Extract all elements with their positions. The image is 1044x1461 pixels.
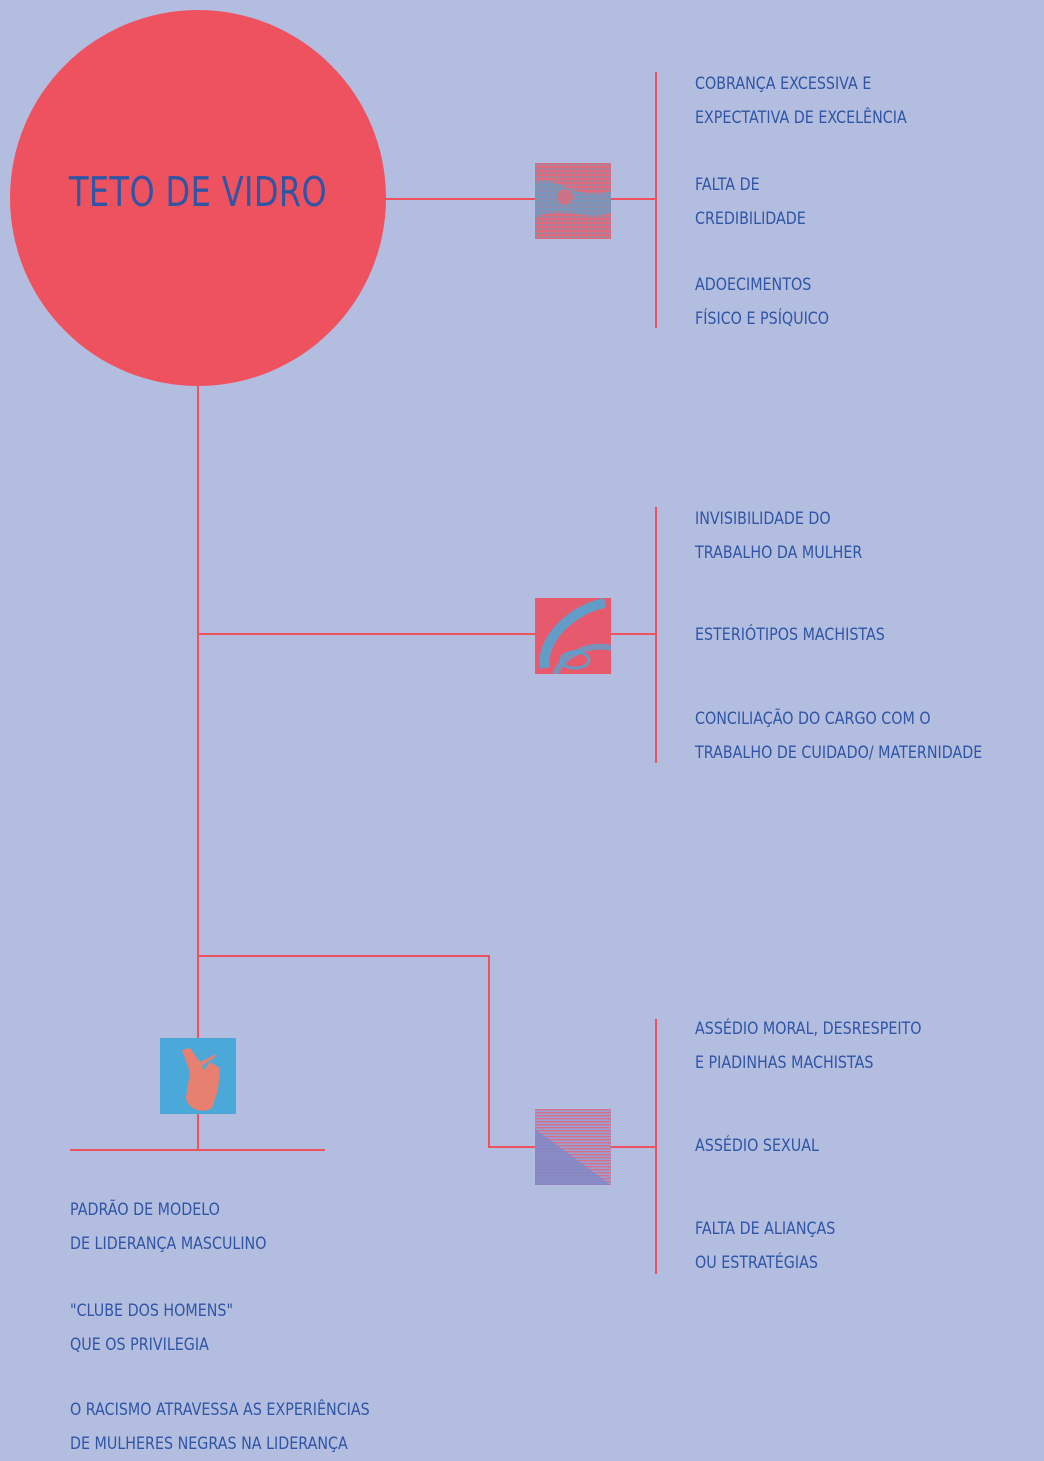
connector-bottom-underline <box>70 1149 325 1151</box>
face-halftone-image <box>535 163 611 239</box>
connector-top-vertical <box>655 72 657 328</box>
connector-middle-vertical <box>655 507 657 763</box>
connector-lower-drop <box>488 955 490 1148</box>
connector-spine <box>197 384 199 1150</box>
lines-halftone-image <box>535 1109 611 1185</box>
swirl-halftone-image <box>535 598 611 674</box>
connector-lower-vertical <box>655 1019 657 1274</box>
label-lower-2: ASSÉDIO SEXUAL <box>695 1136 819 1156</box>
connector-lower-horizontal <box>197 955 490 957</box>
hand-gesture-image <box>160 1038 236 1114</box>
diagram-title: TETO DE VIDRO <box>68 168 328 216</box>
connector-top-horizontal <box>384 198 656 200</box>
label-bottom-2: "CLUBE DOS HOMENS"QUE OS PRIVILEGIA <box>70 1301 234 1355</box>
connector-middle-horizontal <box>197 633 656 635</box>
label-middle-2: ESTERIÓTIPOS MACHISTAS <box>695 625 885 645</box>
main-circle <box>10 10 386 386</box>
